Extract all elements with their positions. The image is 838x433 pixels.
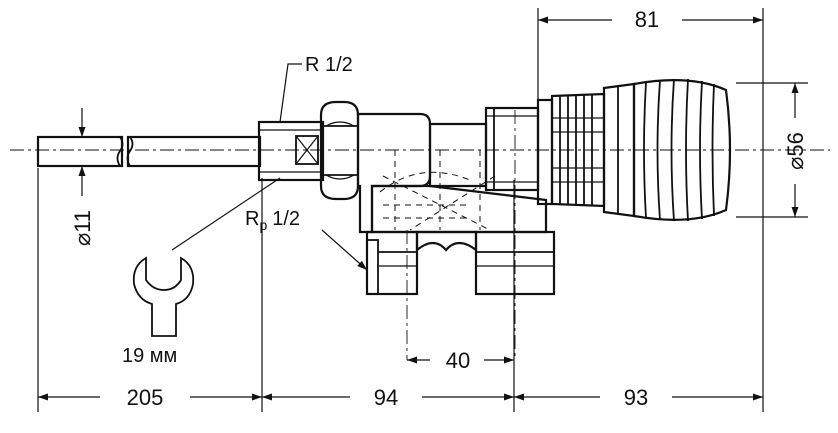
dim-bottom-right: 93 [624, 385, 648, 410]
union-nut [319, 100, 360, 201]
open-end-wrench-icon [132, 256, 195, 337]
dim-diameter-right: ⌀56 [783, 132, 808, 170]
valve-body [356, 106, 548, 234]
dimension-lines [38, 16, 799, 401]
dim-port-spacing: 40 [446, 348, 470, 373]
label-thread-rp: Rp 1/2 [245, 208, 300, 233]
sensor-tube [36, 135, 262, 168]
dim-top-width: 81 [635, 7, 659, 32]
dim-bottom-middle: 94 [374, 385, 398, 410]
label-thread-rp-main: R [245, 208, 259, 230]
dim-bottom-left: 205 [127, 385, 164, 410]
label-thread-rp-size: 1/2 [272, 208, 300, 230]
label-wrench-size: 19 мм [122, 345, 177, 367]
label-thread-rp-sub: p [259, 217, 267, 233]
leader-lines [171, 63, 368, 271]
lower-connections [365, 230, 556, 296]
label-thread-r: R 1/2 [305, 54, 353, 76]
threaded-nipple [257, 120, 325, 182]
dim-diameter-left: ⌀11 [70, 210, 95, 246]
extension-lines [37, 8, 808, 412]
thermostat-head [536, 78, 732, 222]
